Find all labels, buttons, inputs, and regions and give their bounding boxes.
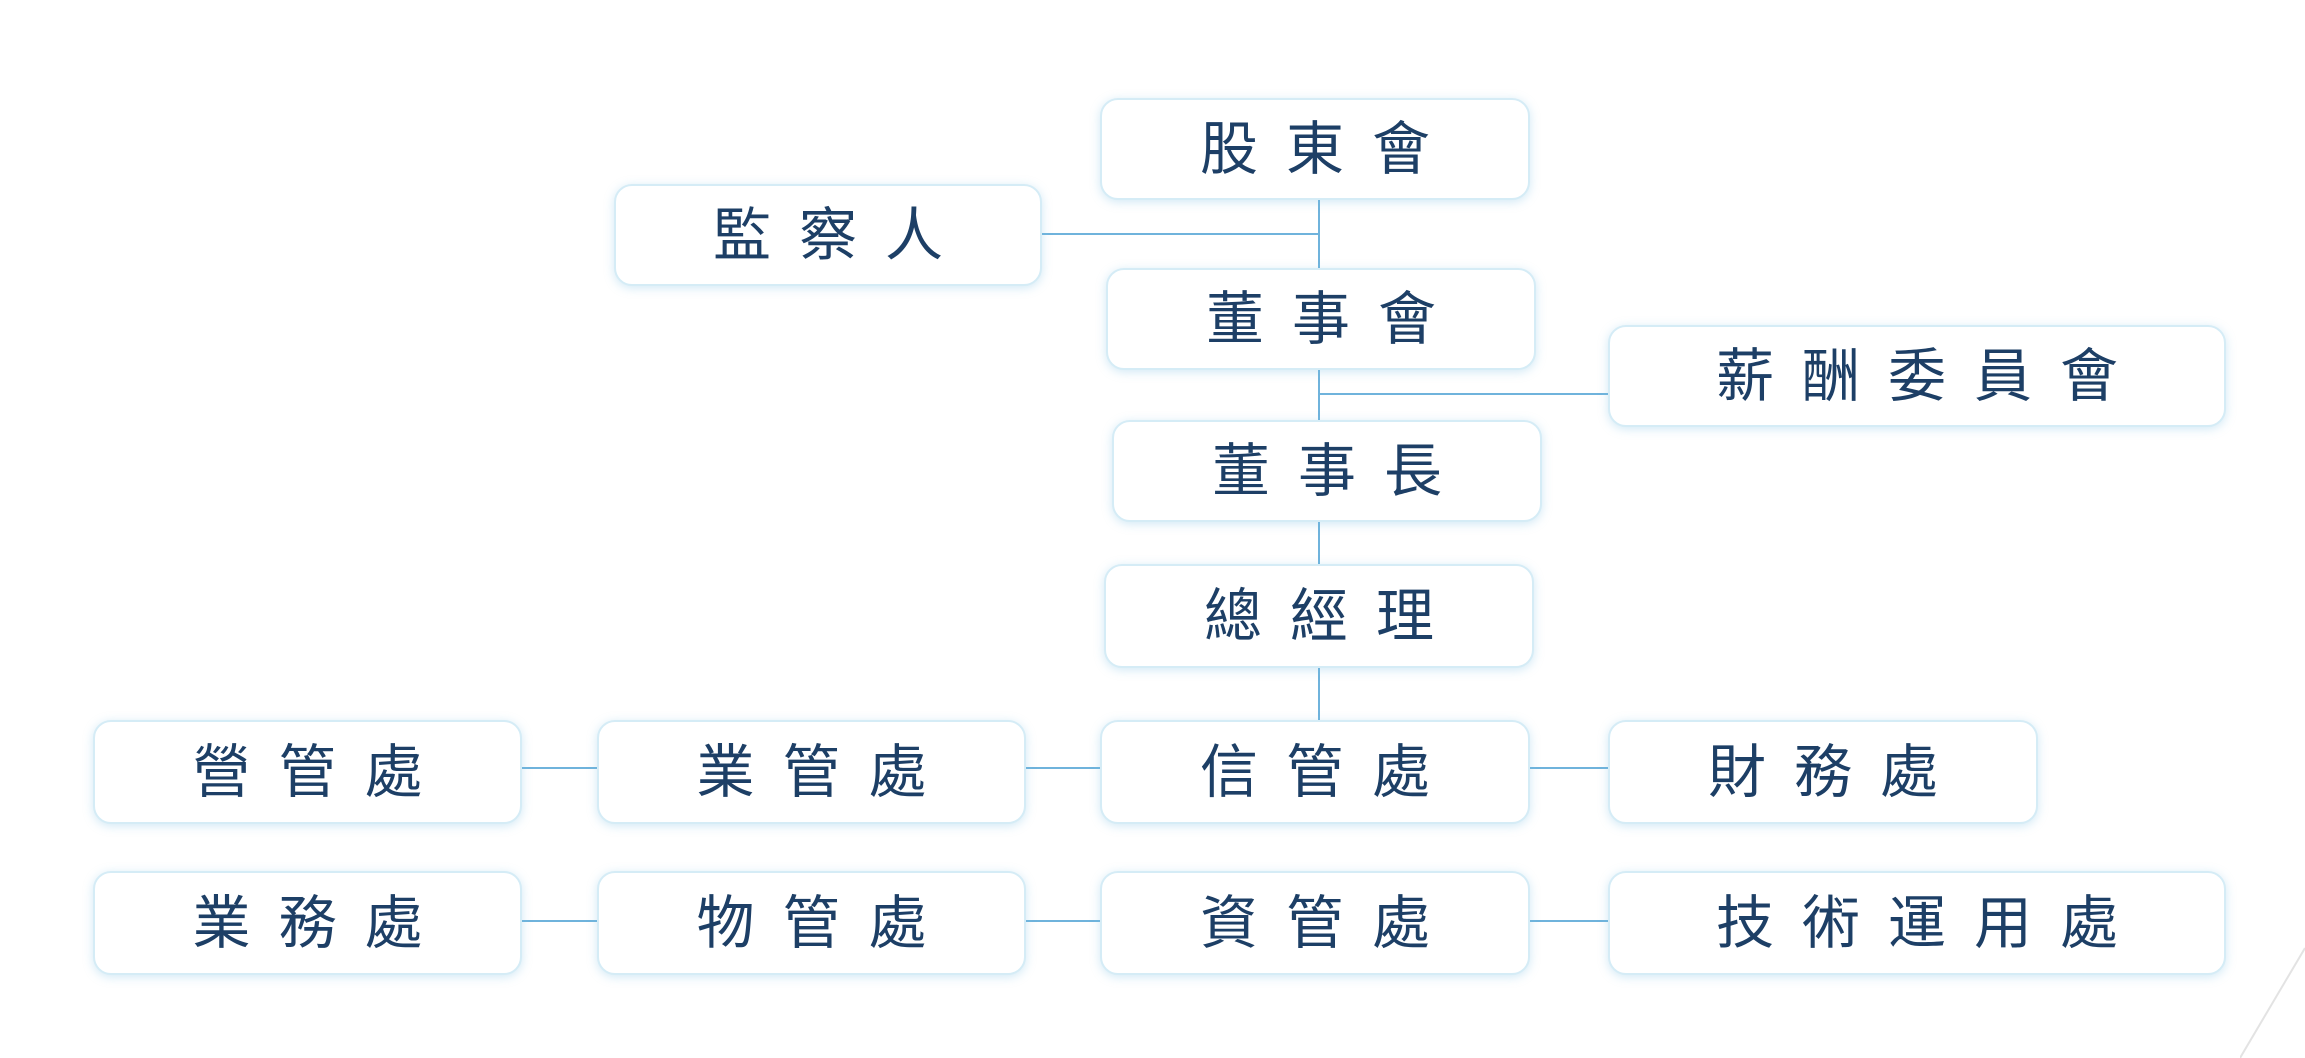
- node-sales: 業務處: [93, 871, 522, 975]
- node-technology-operations: 技術運用處: [1608, 871, 2226, 975]
- node-materials-management: 物管處: [597, 871, 1026, 975]
- node-supervisor: 監察人: [614, 184, 1042, 286]
- node-compensation-committee: 薪酬委員會: [1608, 325, 2226, 427]
- node-board: 董事會: [1106, 268, 1536, 370]
- node-business-management: 業管處: [597, 720, 1026, 824]
- node-general-manager: 總經理: [1104, 564, 1534, 668]
- corner-decoration: [2240, 947, 2305, 1058]
- node-asset-management: 資管處: [1100, 871, 1530, 975]
- node-finance: 財務處: [1608, 720, 2038, 824]
- node-shareholders: 股東會: [1100, 98, 1530, 200]
- node-chairman: 董事長: [1112, 420, 1542, 522]
- node-operations-management: 營管處: [93, 720, 522, 824]
- node-information-management: 信管處: [1100, 720, 1530, 824]
